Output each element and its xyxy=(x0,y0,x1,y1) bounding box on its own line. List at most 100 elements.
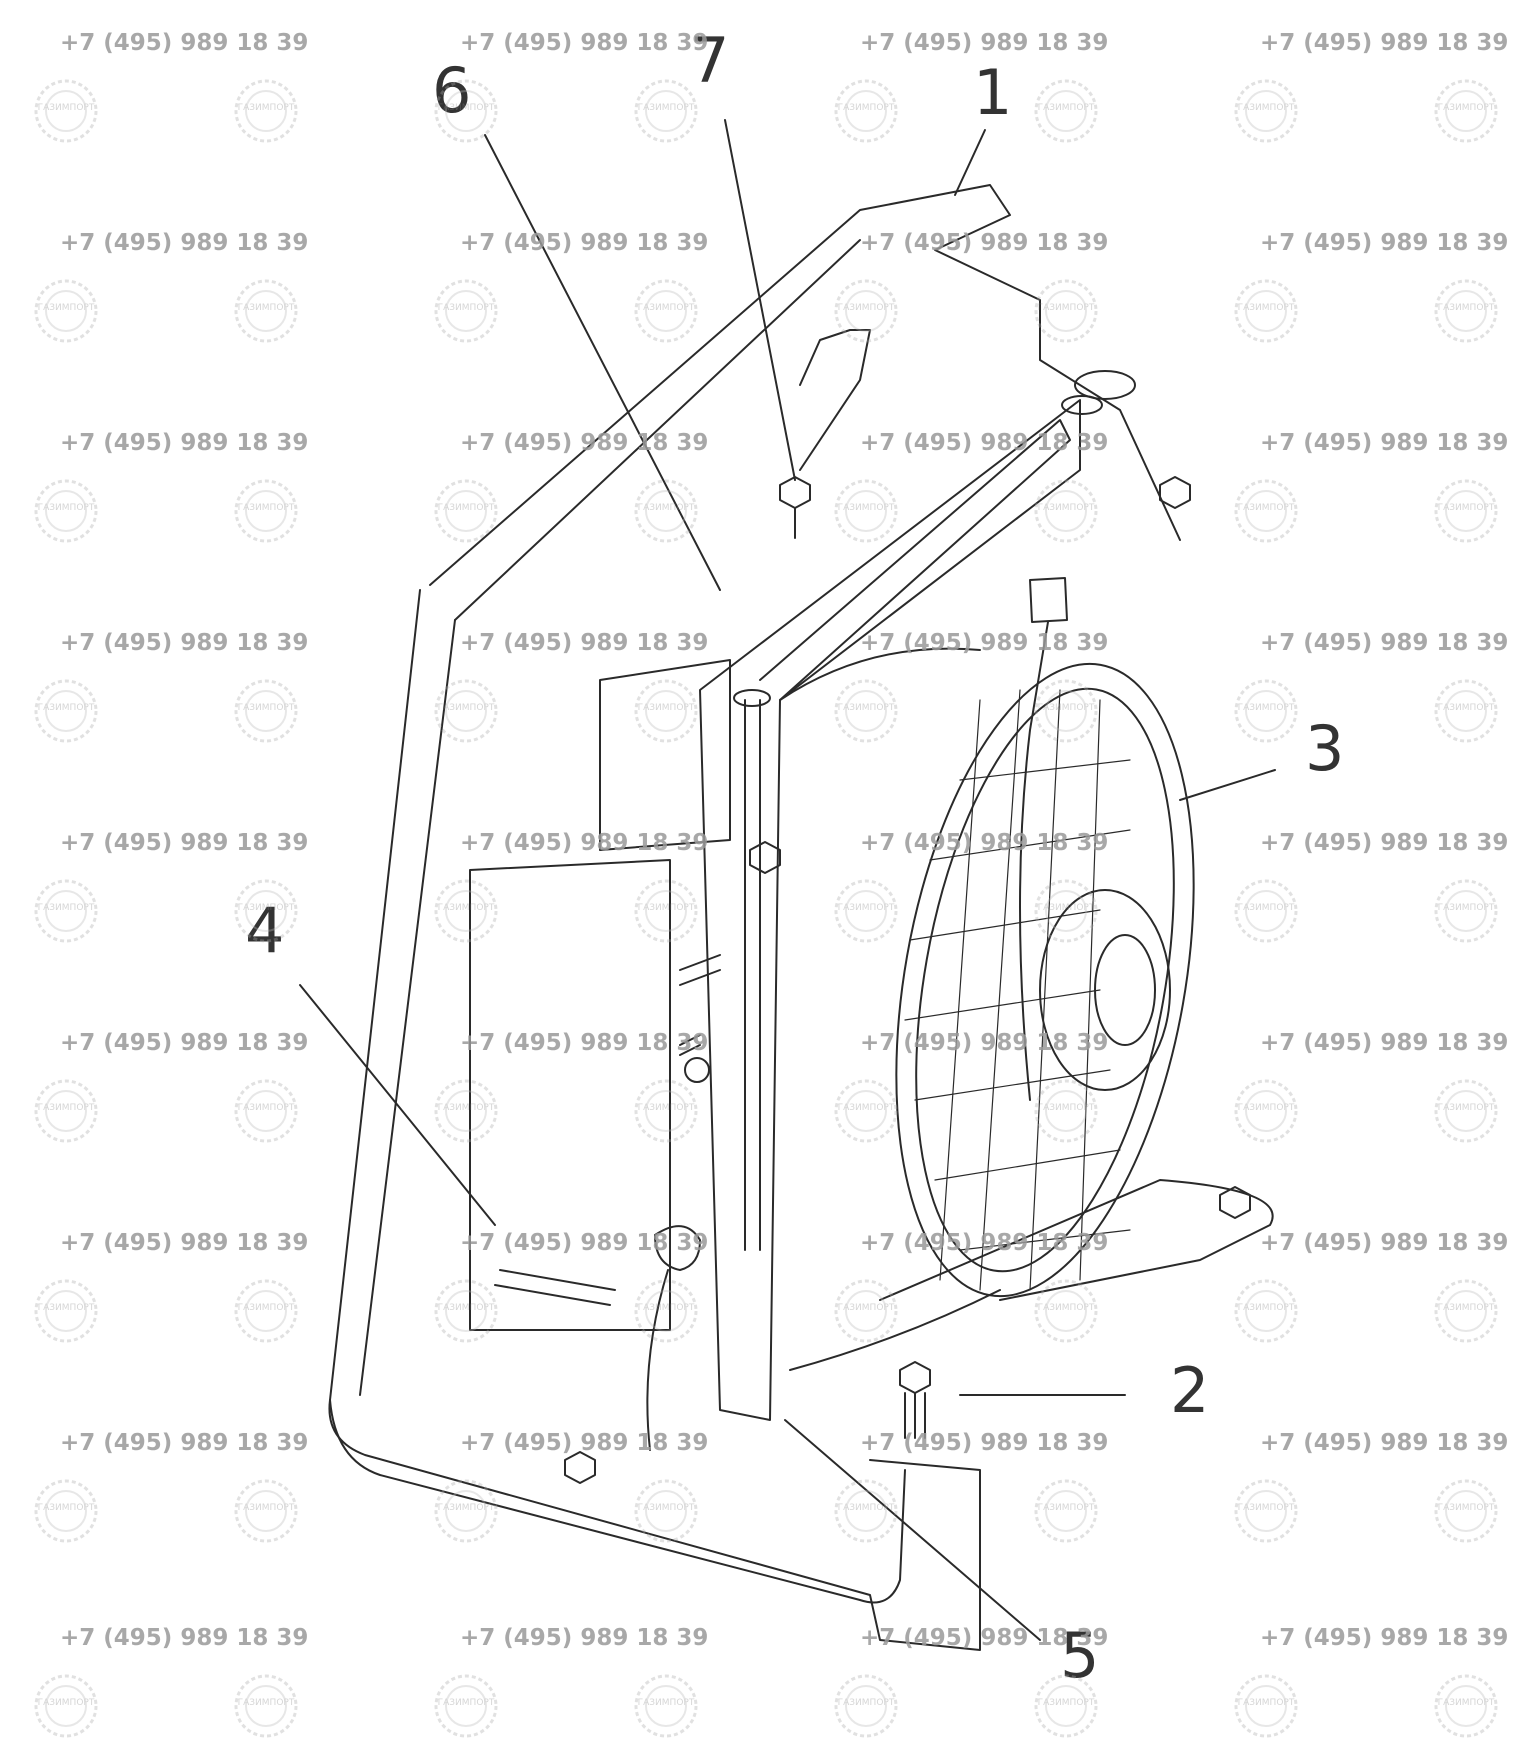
watermark-logo: ГАЗИМПОРТ xyxy=(1030,875,1102,947)
watermark-logo: ГАЗИМПОРТ xyxy=(430,675,502,747)
watermark-logo-text: ГАЗИМПОРТ xyxy=(437,903,495,913)
watermark-phone: +7 (495) 989 18 39 xyxy=(860,230,1109,256)
watermark-logo: ГАЗИМПОРТ xyxy=(1030,1475,1102,1547)
callout-7: 7 xyxy=(690,24,730,97)
watermark-logo-text: ГАЗИМПОРТ xyxy=(837,1103,895,1113)
fan-mesh xyxy=(939,689,1101,1291)
stud xyxy=(679,1034,701,1056)
watermark-logo: ГАЗИМПОРТ xyxy=(630,1475,702,1547)
watermark-logo: ГАЗИМПОРТ xyxy=(230,1670,302,1742)
bolt xyxy=(779,476,811,539)
base-plate-right xyxy=(879,1179,1274,1301)
watermark-logo-text: ГАЗИМПОРТ xyxy=(37,1103,95,1113)
watermark-logo: ГАЗИМПОРТ xyxy=(1430,1275,1502,1347)
shroud-inner-left xyxy=(359,619,456,1396)
watermark-logo-text: ГАЗИМПОРТ xyxy=(437,1303,495,1313)
watermark-phone: +7 (495) 989 18 39 xyxy=(860,1230,1109,1256)
callout-1: 1 xyxy=(973,56,1013,129)
watermark-phone: +7 (495) 989 18 39 xyxy=(460,230,709,256)
shroud-outline xyxy=(429,184,1181,586)
fan-guard-inner xyxy=(915,687,1175,1273)
watermark-phone: +7 (495) 989 18 39 xyxy=(460,830,709,856)
watermark-logo: ГАЗИМПОРТ xyxy=(430,475,502,547)
watermark-logo: ГАЗИМПОРТ xyxy=(1030,1275,1102,1347)
watermark-logo-text: ГАЗИМПОРТ xyxy=(237,1103,295,1113)
watermark-logo-text: ГАЗИМПОРТ xyxy=(37,1698,95,1708)
watermark-logo-text: ГАЗИМПОРТ xyxy=(1237,1303,1295,1313)
watermark-logo: ГАЗИМПОРТ xyxy=(830,475,902,547)
watermark-logo-text: ГАЗИМПОРТ xyxy=(37,703,95,713)
watermark-logo: ГАЗИМПОРТ xyxy=(1430,1075,1502,1147)
callout-4: 4 xyxy=(245,894,285,967)
pipe-end xyxy=(1074,370,1136,400)
watermark-logo: ГАЗИМПОРТ xyxy=(830,675,902,747)
watermark-logo: ГАЗИМПОРТ xyxy=(1030,275,1102,347)
watermark-logo: ГАЗИМПОРТ xyxy=(630,875,702,947)
watermark-logo: ГАЗИМПОРТ xyxy=(830,1275,902,1347)
hose xyxy=(494,1284,611,1306)
watermark-logo-text: ГАЗИМПОРТ xyxy=(37,503,95,513)
shroud-left-edge xyxy=(328,589,981,1651)
watermark-logo: ГАЗИМПОРТ xyxy=(430,275,502,347)
watermark-logo-text: ГАЗИМПОРТ xyxy=(237,303,295,313)
watermark-logo-text: ГАЗИМПОРТ xyxy=(837,1503,895,1513)
watermark-logo: ГАЗИМПОРТ xyxy=(1230,1275,1302,1347)
watermark-logo-text: ГАЗИМПОРТ xyxy=(637,503,695,513)
watermark-logo: ГАЗИМПОРТ xyxy=(430,1670,502,1742)
watermark-logo-text: ГАЗИМПОРТ xyxy=(237,1303,295,1313)
watermark-logo: ГАЗИМПОРТ xyxy=(430,1275,502,1347)
watermark-phone: +7 (495) 989 18 39 xyxy=(1260,1430,1509,1456)
watermark-logo-text: ГАЗИМПОРТ xyxy=(637,903,695,913)
watermark-logo-text: ГАЗИМПОРТ xyxy=(637,703,695,713)
inner-housing xyxy=(469,859,671,1331)
bolt xyxy=(1219,1186,1251,1219)
watermark-logo-text: ГАЗИМПОРТ xyxy=(37,903,95,913)
watermark-logo: ГАЗИМПОРТ xyxy=(230,1475,302,1547)
watermark-logo-text: ГАЗИМПОРТ xyxy=(837,303,895,313)
watermark-logo: ГАЗИМПОРТ xyxy=(230,75,302,147)
watermark-logo-text: ГАЗИМПОРТ xyxy=(37,1503,95,1513)
watermark-phone: +7 (495) 989 18 39 xyxy=(860,1625,1109,1651)
bolt xyxy=(749,841,781,874)
watermark-phone: +7 (495) 989 18 39 xyxy=(60,30,309,56)
watermark-phone: +7 (495) 989 18 39 xyxy=(460,30,709,56)
leader-line-1 xyxy=(954,129,986,196)
watermark-logo: ГАЗИМПОРТ xyxy=(230,275,302,347)
watermark-logo: ГАЗИМПОРТ xyxy=(1230,75,1302,147)
watermark-logo: ГАЗИМПОРТ xyxy=(1230,1075,1302,1147)
watermark-logo: ГАЗИМПОРТ xyxy=(1030,675,1102,747)
leader-line-6 xyxy=(484,134,721,591)
watermark-logo: ГАЗИМПОРТ xyxy=(230,1075,302,1147)
watermark-logo-text: ГАЗИМПОРТ xyxy=(237,903,295,913)
shroud-funnel xyxy=(779,647,1001,1371)
watermark-logo-text: ГАЗИМПОРТ xyxy=(1437,1698,1495,1708)
watermark-logo-text: ГАЗИМПОРТ xyxy=(437,703,495,713)
watermark-phone: +7 (495) 989 18 39 xyxy=(860,1430,1109,1456)
watermark-phone: +7 (495) 989 18 39 xyxy=(60,230,309,256)
watermark-logo: ГАЗИМПОРТ xyxy=(830,1075,902,1147)
watermark-logo: ГАЗИМПОРТ xyxy=(1230,1670,1302,1742)
watermark-logo-text: ГАЗИМПОРТ xyxy=(1037,1503,1095,1513)
sensor-wire xyxy=(646,1269,669,1451)
watermark-logo: ГАЗИМПОРТ xyxy=(630,1670,702,1742)
watermark-logo-text: ГАЗИМПОРТ xyxy=(837,1698,895,1708)
watermark-logo-text: ГАЗИМПОРТ xyxy=(837,703,895,713)
watermark-logo-text: ГАЗИМПОРТ xyxy=(437,503,495,513)
watermark-phone: +7 (495) 989 18 39 xyxy=(60,1430,309,1456)
watermark-logo: ГАЗИМПОРТ xyxy=(1230,1475,1302,1547)
radiator-top-tank xyxy=(759,419,1071,701)
watermark-logo: ГАЗИМПОРТ xyxy=(1230,275,1302,347)
watermark-logo-text: ГАЗИМПОРТ xyxy=(1037,1698,1095,1708)
watermark-logo: ГАЗИМПОРТ xyxy=(1030,75,1102,147)
watermark-logo-text: ГАЗИМПОРТ xyxy=(1437,1103,1495,1113)
watermark-logo: ГАЗИМПОРТ xyxy=(430,75,502,147)
watermark-logo-text: ГАЗИМПОРТ xyxy=(837,103,895,113)
watermark-phone: +7 (495) 989 18 39 xyxy=(860,630,1109,656)
callout-5: 5 xyxy=(1060,1619,1100,1692)
watermark-logo-text: ГАЗИМПОРТ xyxy=(437,103,495,113)
shroud-top-inner xyxy=(454,239,861,621)
watermark-logo-text: ГАЗИМПОРТ xyxy=(637,303,695,313)
watermark-logo-text: ГАЗИМПОРТ xyxy=(1037,303,1095,313)
